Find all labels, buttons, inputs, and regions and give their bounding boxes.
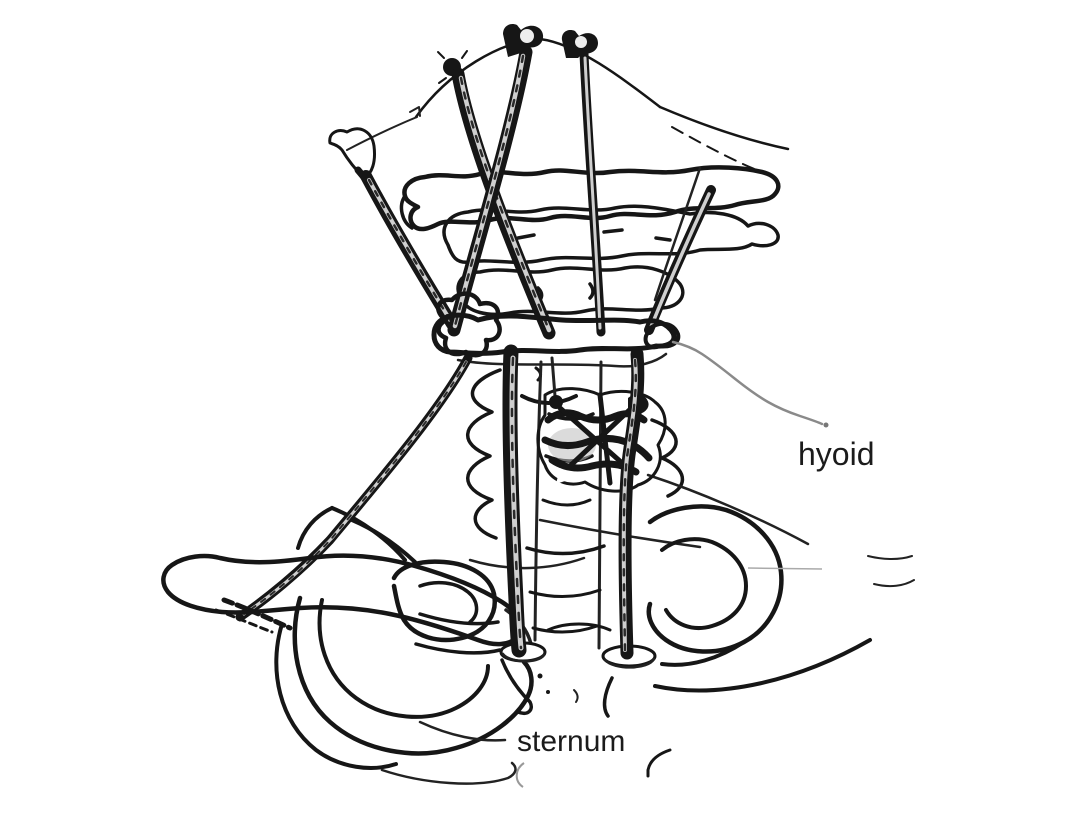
left-hook-curve (502, 660, 531, 713)
rib-arc (352, 520, 415, 562)
rib-big-loop (295, 598, 532, 753)
right-shoulder-line (648, 475, 808, 544)
left-anchor-spikes (438, 51, 467, 83)
lower-left-arc (420, 722, 505, 740)
frayed-strand (216, 610, 272, 632)
hyoid-bone (434, 294, 678, 367)
skull-right-flare-lower (672, 127, 764, 173)
hyoid-right-wing (646, 324, 679, 348)
rib-long-sweep (655, 640, 870, 690)
ink-dot (546, 690, 550, 694)
ink-dot (537, 673, 543, 679)
right-edge-curves (868, 556, 914, 586)
vertebra-row-1 (444, 206, 778, 262)
neck-base-left (470, 558, 584, 568)
left-scallops (468, 370, 500, 538)
omohyoid-frayed-end (216, 600, 290, 632)
ribs-right (649, 506, 914, 690)
trachea (527, 362, 604, 648)
hyoid-label: hyoid (798, 436, 875, 472)
right-socket-rim (605, 659, 654, 667)
right-hook-curve (605, 678, 612, 716)
trachea-ring (530, 590, 600, 597)
socket-front-rims (503, 654, 654, 667)
rib-lower-arc (276, 624, 396, 768)
column-smile-curve (522, 396, 576, 403)
trachea-ring (543, 500, 590, 505)
cartilage-outline (538, 389, 665, 492)
rib-arc (332, 508, 405, 560)
rib-oval-inner (420, 583, 477, 622)
skull-left-edge (347, 117, 417, 150)
rib-loop-sweep (662, 642, 744, 665)
rib-near-base (420, 614, 498, 624)
mandible-band (401, 167, 778, 229)
skull-edge-tick (410, 107, 420, 116)
rib-mid-loop (320, 600, 488, 717)
hyoid-leader-line (673, 342, 829, 428)
left-socket-rim (503, 654, 544, 661)
faint-guide-line (748, 568, 822, 569)
sternum-label: sternum (517, 725, 625, 758)
trachea-ring (533, 626, 597, 632)
suspension-straps (366, 52, 711, 333)
scribble-stroke (545, 438, 649, 458)
hyoid-lower-edge (458, 354, 666, 366)
mastoid-process-hook (330, 129, 375, 178)
rib-loop-inner (662, 539, 746, 628)
scribble-crosshatch (560, 395, 640, 483)
bottom-angle-mark (648, 750, 670, 776)
bottom-swoosh (382, 763, 515, 784)
scribble-gap (556, 468, 574, 484)
rib-near-base (416, 644, 500, 653)
cervical-vertebrae (444, 206, 778, 314)
omohyoid-strap (240, 358, 468, 617)
leader-path (673, 342, 822, 424)
hyoid-left-wing (438, 294, 499, 356)
trachea-left-edge (535, 362, 541, 640)
omohyoid-main (240, 358, 468, 617)
small-arc (574, 690, 578, 702)
right-pin-highlight (575, 36, 587, 48)
vertebra-ticks (518, 230, 670, 300)
rib-arc (298, 508, 332, 548)
labels: hyoid sternum (517, 436, 875, 758)
mandible-outline (404, 167, 778, 229)
vertebra-row-2 (458, 267, 683, 314)
leader-end-dot (823, 422, 829, 428)
sternum-detail (382, 624, 670, 787)
mandible-left-curl (401, 196, 412, 228)
skull-base (330, 39, 788, 182)
sternum-straps (510, 352, 638, 653)
ribs-left (276, 508, 531, 768)
frayed-strand (224, 600, 290, 628)
middle-pin-highlight (520, 29, 534, 43)
skull-right-flare-upper (660, 107, 788, 149)
rib-loop-outer (649, 506, 782, 651)
trachea-ring (527, 546, 604, 554)
manubrium-top-arc (548, 624, 610, 630)
bottom-curl (517, 763, 524, 787)
top-anchor-pins (438, 24, 598, 83)
left-cornu-knob (549, 395, 563, 409)
strap-right-echo (655, 168, 700, 300)
